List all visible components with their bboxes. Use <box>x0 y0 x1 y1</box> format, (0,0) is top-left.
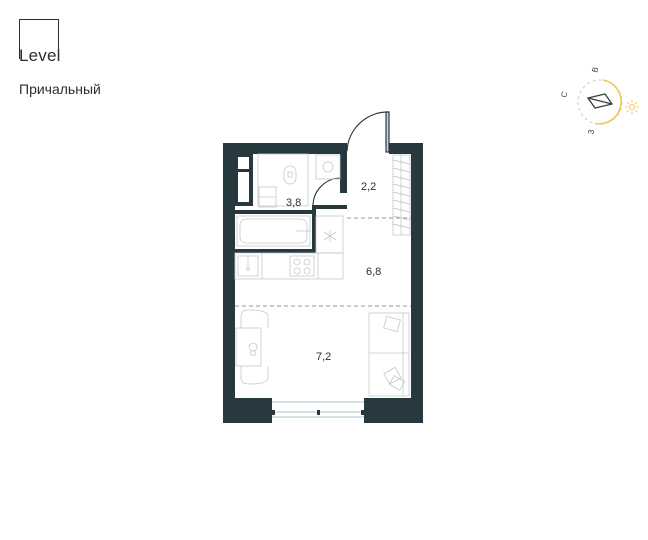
bathroom-zone <box>257 153 309 207</box>
washing-machine-icon <box>315 154 341 180</box>
room-area-hallway: 2,2 <box>361 181 377 193</box>
compass-west-label: З <box>586 128 596 135</box>
dining-table <box>235 309 269 385</box>
toilet-icon <box>283 165 297 185</box>
bathtub-icon <box>236 215 311 247</box>
kitchen-counter <box>234 252 344 280</box>
compass-east-label: В <box>590 66 600 73</box>
brand-name: Level <box>19 46 61 65</box>
sink-icon <box>258 186 277 208</box>
room-area-kitchen: 6,8 <box>366 266 382 278</box>
compass-icon: С В З <box>559 66 639 136</box>
compass-north-label: С <box>559 90 569 98</box>
room-area-bathroom: 3,8 <box>286 197 302 209</box>
fridge-icon <box>315 215 344 254</box>
bathroom-door <box>312 177 341 206</box>
room-area-living: 7,2 <box>316 351 332 363</box>
sofa <box>368 312 410 397</box>
project-name: Причальный <box>19 81 101 97</box>
wardrobe <box>392 154 411 236</box>
entrance-door <box>346 111 390 153</box>
sun-icon <box>625 100 639 114</box>
logo-frame <box>19 19 59 59</box>
